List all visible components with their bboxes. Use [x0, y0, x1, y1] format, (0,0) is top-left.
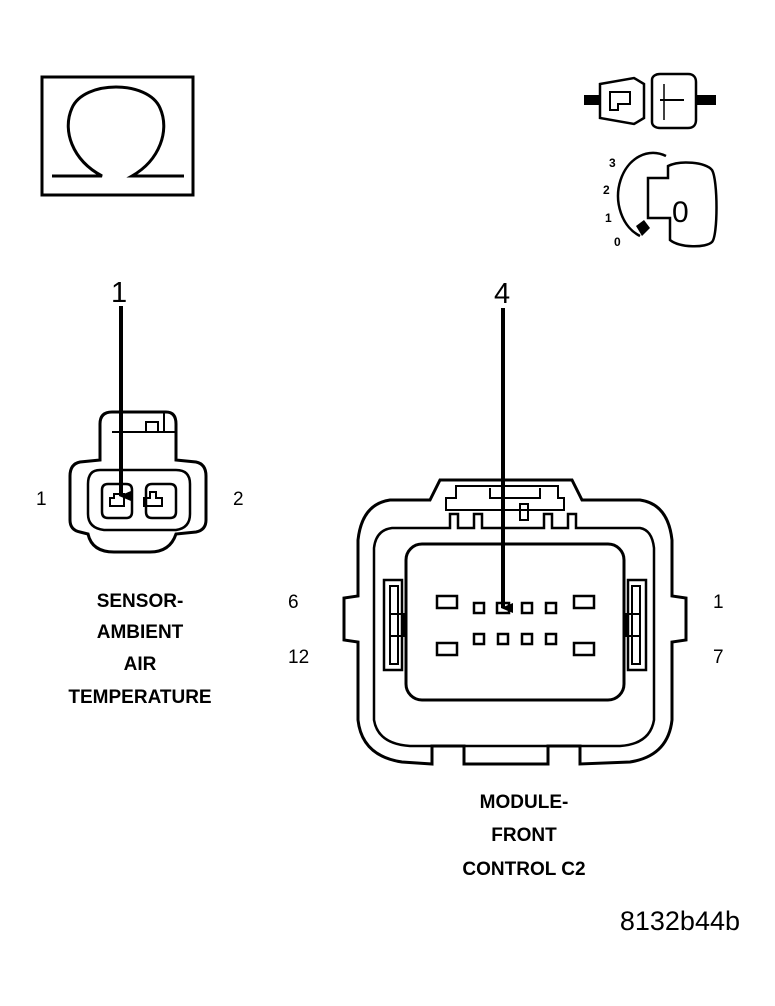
figure-id: 8132b44b	[620, 906, 740, 936]
key-position-1: 1	[605, 211, 612, 225]
key-position-0: 0	[614, 235, 621, 249]
module-pin-left-bottom-label: 12	[288, 647, 309, 668]
sensor-name-line-4: TEMPERATURE	[68, 687, 211, 708]
module-callout-number: 4	[494, 278, 510, 310]
module-connector	[342, 478, 688, 766]
sensor-name-line-1: SENSOR-	[97, 591, 184, 612]
sensor-name-line-3: AIR	[124, 654, 157, 675]
module-pin-right-top-label: 1	[713, 592, 724, 613]
sensor-callout-number: 1	[111, 277, 127, 309]
module-pin-left-top-label: 6	[288, 592, 299, 613]
sensor-pin-left-label: 1	[36, 489, 47, 510]
module-name-line-3: CONTROL C2	[462, 859, 585, 880]
sensor-connector	[68, 410, 208, 554]
module-name-line-2: FRONT	[491, 825, 557, 846]
disconnect-connector-icon	[584, 72, 716, 130]
ohmmeter-icon	[40, 75, 195, 197]
key-position-3: 3	[609, 156, 616, 170]
sensor-pin-right-label: 2	[233, 489, 244, 510]
module-name-line-1: MODULE-	[480, 792, 569, 813]
ignition-key-icon	[616, 151, 718, 248]
key-position-2: 2	[603, 183, 610, 197]
key-label: 0	[672, 196, 689, 229]
sensor-name-line-2: AMBIENT	[97, 622, 184, 643]
module-pin-right-bottom-label: 7	[713, 647, 724, 668]
